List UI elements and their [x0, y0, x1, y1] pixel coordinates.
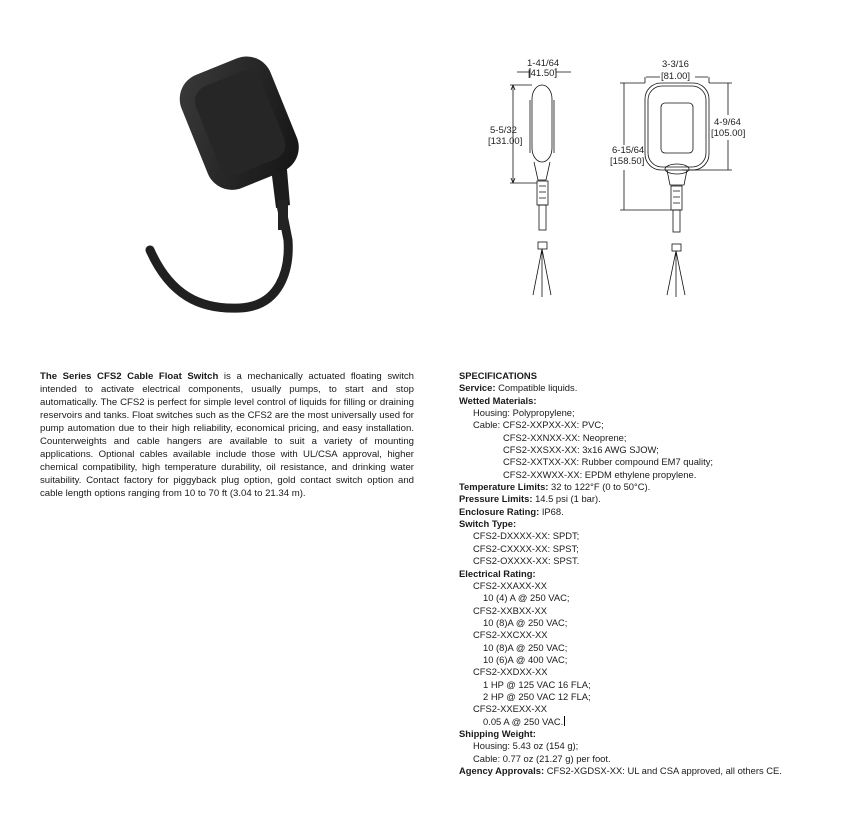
spec-electrical-model: CFS2-XXCXX-XX: [473, 629, 548, 641]
product-photo: [130, 40, 360, 340]
product-description: The Series CFS2 Cable Float Switch is a …: [40, 370, 414, 500]
spec-wetted-cable-option: CFS2-XXTXX-XX: Rubber compound EM7 quali…: [503, 456, 713, 468]
spec-switch-type-item: CFS2-OXXXX-XX: SPST.: [473, 555, 580, 567]
spec-electrical-model: CFS2-XXBXX-XX: [473, 604, 547, 616]
spec-wetted-cable: Cable: CFS2-XXPXX-XX: PVC;: [473, 419, 604, 431]
float-switch-photo-icon: [145, 56, 299, 313]
spec-switch-type-item: CFS2-DXXXX-XX: SPDT;: [473, 530, 580, 542]
spec-wetted-cable-option: CFS2-XXSXX-XX: 3x16 AWG SJOW;: [503, 444, 659, 456]
spec-shipping-cable: Cable: 0.77 oz (21.27 g) per foot.: [473, 752, 611, 764]
front-total-height-mm: [158.50]: [610, 156, 644, 167]
spec-wetted-materials-label: Wetted Materials:: [459, 394, 537, 406]
front-body-height-mm: [105.00]: [711, 128, 745, 139]
side-width-mm: [41.50]: [528, 68, 557, 79]
side-height-frac: 5-5/32: [490, 125, 517, 136]
front-body-height-frac: 4-9/64: [714, 117, 741, 128]
spec-enclosure: Enclosure Rating: IP68.: [459, 505, 564, 517]
spec-electrical-value-last: 0.05 A @ 250 VAC.: [483, 715, 566, 727]
description-lead: The Series CFS2 Cable Float Switch: [40, 371, 219, 382]
spec-electrical-model: CFS2-XXEXX-XX: [473, 703, 547, 715]
description-body: is a mechanically actuated floating swit…: [40, 371, 415, 499]
front-total-height-frac: 6-15/64: [612, 145, 644, 156]
spec-temperature: Temperature Limits: 32 to 122°F (0 to 50…: [459, 481, 651, 493]
spec-switch-type-label: Switch Type:: [459, 518, 517, 530]
spec-electrical-value: 10 (6)A @ 400 VAC;: [483, 653, 568, 665]
dimension-drawing-icon: 1-41/64 [41.50] 5-5/32 [131.00] 3-3/16 […: [488, 58, 745, 297]
spec-electrical-model: CFS2-XXAXX-XX: [473, 579, 547, 591]
front-width-mm: [81.00]: [661, 71, 690, 82]
side-width-frac: 1-41/64: [527, 58, 559, 69]
spec-pressure: Pressure Limits: 14.5 psi (1 bar).: [459, 493, 601, 505]
spec-electrical-value: 10 (8)A @ 250 VAC;: [483, 641, 568, 653]
spec-electrical-value: 2 HP @ 250 VAC 12 FLA;: [483, 690, 591, 702]
spec-wetted-cable-option: CFS2-XXNXX-XX: Neoprene;: [503, 431, 627, 443]
spec-agency: Agency Approvals: CFS2-XGDSX-XX: UL and …: [459, 765, 782, 776]
specifications: SPECIFICATIONS Service: Compatible liqui…: [459, 370, 859, 777]
spec-electrical-model: CFS2-XXDXX-XX: [473, 666, 548, 678]
text-cursor: [564, 715, 566, 726]
spec-electrical-label: Electrical Rating:: [459, 567, 536, 579]
side-height-mm: [131.00]: [488, 136, 522, 147]
front-width-frac: 3-3/16: [662, 59, 689, 70]
dimension-diagram: 1-41/64 [41.50] 5-5/32 [131.00] 3-3/16 […: [470, 55, 770, 305]
spec-switch-type-item: CFS2-CXXXX-XX: SPST;: [473, 542, 579, 554]
spec-shipping-housing: Housing: 5.43 oz (154 g);: [473, 740, 579, 752]
specs-heading: SPECIFICATIONS: [459, 370, 537, 381]
spec-shipping-label: Shipping Weight:: [459, 727, 536, 739]
spec-wetted-cable-option: CFS2-XXWXX-XX: EPDM ethylene propylene.: [503, 468, 697, 480]
spec-electrical-value: 10 (8)A @ 250 VAC;: [483, 616, 568, 628]
spec-wetted-housing: Housing: Polypropylene;: [473, 407, 575, 419]
spec-service: Service: Compatible liquids.: [459, 382, 578, 394]
spec-electrical-value: 1 HP @ 125 VAC 16 FLA;: [483, 678, 591, 690]
spec-electrical-value: 10 (4) A @ 250 VAC;: [483, 592, 570, 604]
